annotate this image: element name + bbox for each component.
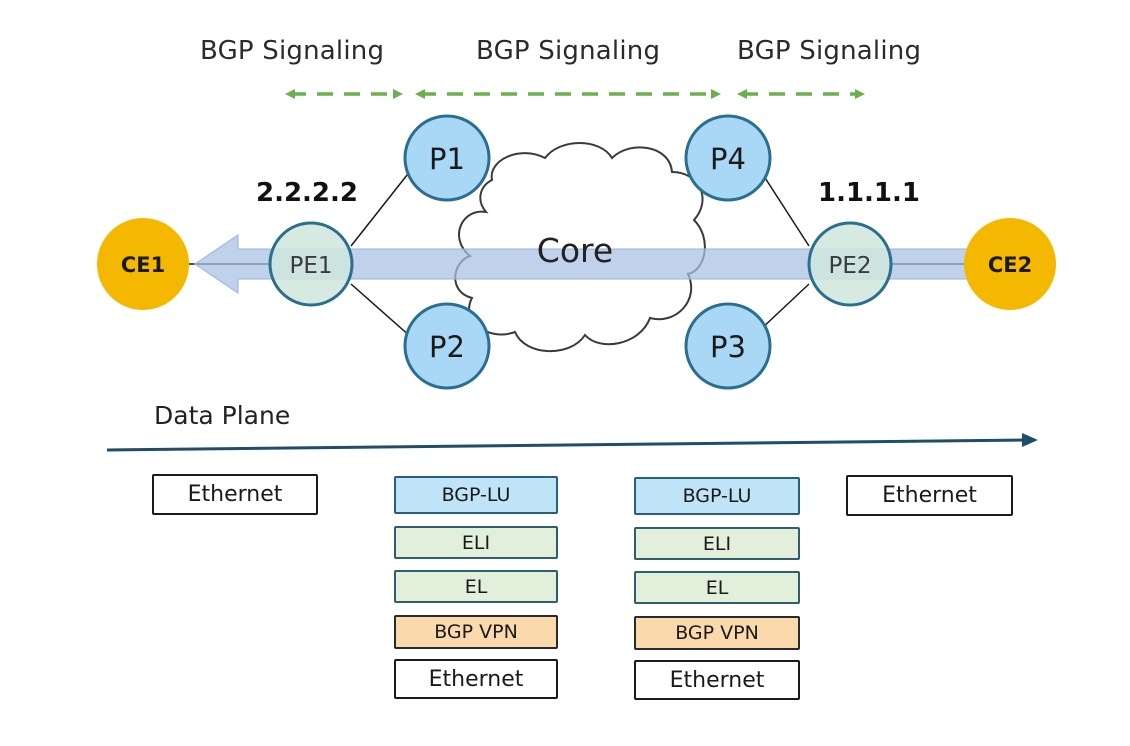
data-plane-arrowhead bbox=[1022, 433, 1038, 447]
pe2-node: PE2 bbox=[807, 221, 893, 307]
stack-right-el: EL bbox=[634, 571, 800, 604]
signaling-label-middle: BGP Signaling bbox=[476, 36, 661, 66]
p2-label: P2 bbox=[429, 330, 465, 364]
ce2-node: CE2 bbox=[964, 218, 1056, 310]
pe2-label: PE2 bbox=[828, 253, 871, 279]
stack-left-eli: ELI bbox=[394, 526, 558, 559]
p4-node: P4 bbox=[684, 114, 772, 202]
p3-label: P3 bbox=[710, 330, 746, 364]
data-plane-label: Data Plane bbox=[154, 401, 291, 430]
signaling-label-left: BGP Signaling bbox=[200, 36, 385, 66]
stack-right-bgp-lu: BGP-LU bbox=[634, 477, 800, 515]
ce2-label: CE2 bbox=[988, 253, 1032, 277]
pe1-node: PE1 bbox=[268, 221, 354, 307]
stack-left-bgp-lu: BGP-LU bbox=[394, 476, 558, 514]
stack-right-ethernet: Ethernet bbox=[634, 660, 800, 700]
pe1-ip-label: 2.2.2.2 bbox=[256, 178, 358, 208]
stack-right-eli: ELI bbox=[634, 527, 800, 560]
core-label: Core bbox=[537, 231, 613, 270]
ce1-label: CE1 bbox=[121, 253, 165, 277]
left-ethernet-frame: Ethernet bbox=[152, 474, 318, 515]
stack-left-ethernet: Ethernet bbox=[394, 659, 558, 699]
pe1-label: PE1 bbox=[289, 253, 332, 279]
data-plane-arrow bbox=[106, 438, 1025, 452]
p4-label: P4 bbox=[710, 142, 746, 176]
p1-node: P1 bbox=[403, 114, 491, 202]
p1-label: P1 bbox=[429, 142, 465, 176]
stack-left-bgp-vpn: BGP VPN bbox=[394, 615, 558, 649]
signaling-label-right: BGP Signaling bbox=[737, 36, 922, 66]
pe2-ip-label: 1.1.1.1 bbox=[818, 178, 920, 208]
p3-node: P3 bbox=[684, 302, 772, 390]
right-ethernet-frame: Ethernet bbox=[846, 475, 1013, 516]
p2-node: P2 bbox=[403, 302, 491, 390]
stack-right-bgp-vpn: BGP VPN bbox=[634, 616, 800, 650]
ce1-node: CE1 bbox=[97, 218, 189, 310]
stack-left-el: EL bbox=[394, 570, 558, 603]
